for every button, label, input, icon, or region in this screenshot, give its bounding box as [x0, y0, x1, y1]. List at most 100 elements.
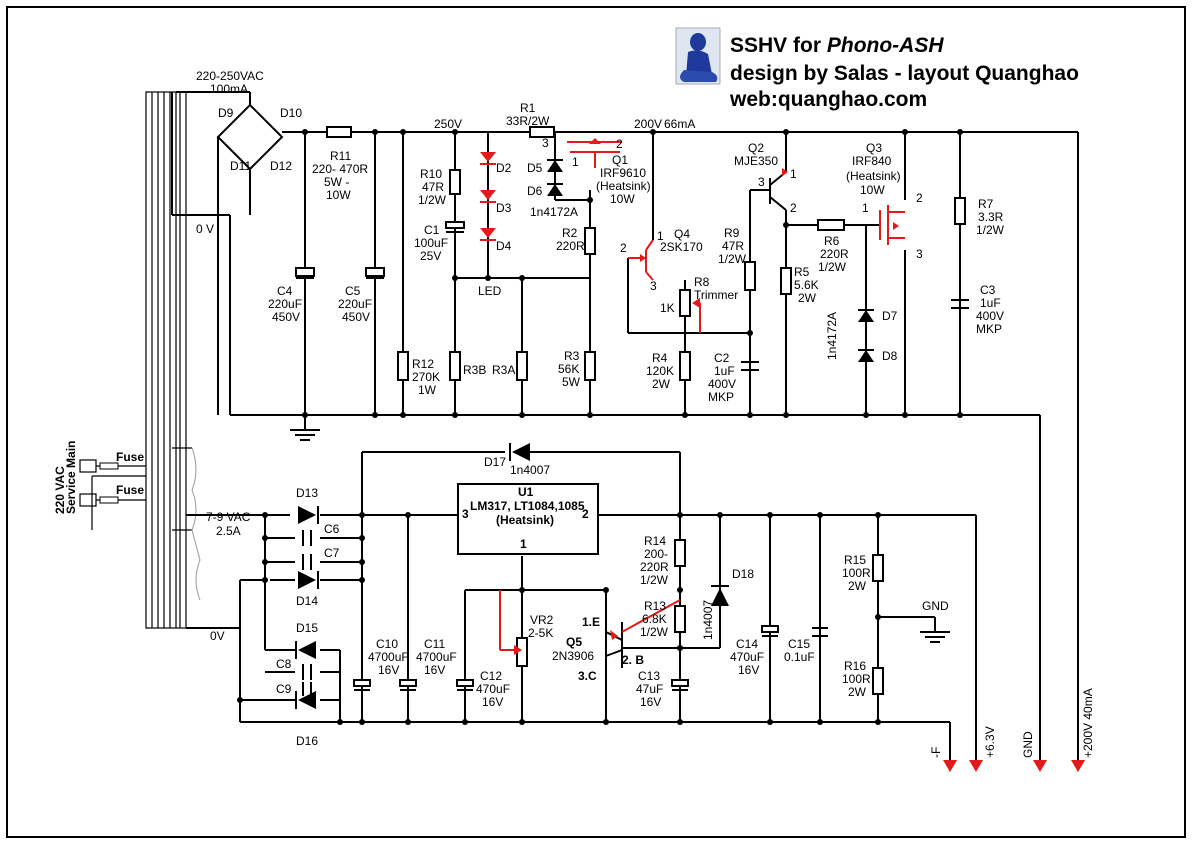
- label-R14-w: 1/2W: [640, 573, 669, 587]
- label-C15-val: 0.1uF: [784, 650, 815, 664]
- label-R5-val: 5.6K: [794, 278, 819, 292]
- label-C13: C13: [638, 669, 660, 683]
- out-gnd: GND: [1021, 731, 1035, 758]
- fuse1-label: Fuse: [116, 450, 144, 464]
- label-R12-w: 1W: [418, 383, 437, 397]
- label-C12: C12: [480, 669, 502, 683]
- label-C1-v: 25V: [420, 249, 441, 263]
- label-R6-val: 220R: [820, 247, 849, 261]
- out-p63: +6.3V: [983, 726, 997, 758]
- label-R8-type: Trimmer: [694, 288, 738, 302]
- label-C9: C9: [276, 682, 292, 696]
- label-R2: R2: [562, 226, 578, 240]
- label-R15-val: 100R: [842, 566, 871, 580]
- label-C11-val: 4700uF: [416, 650, 457, 664]
- mains-service-label: Service Main: [64, 441, 78, 514]
- u1-pin3: 3: [462, 507, 469, 521]
- label-C12-v: 16V: [482, 695, 503, 709]
- label-D17: D17: [484, 455, 506, 469]
- label-R11-w2: 10W: [326, 188, 351, 202]
- label-R6: R6: [824, 234, 840, 248]
- lv-ac-top: 7-9 VAC: [206, 510, 251, 524]
- label-C14: C14: [736, 637, 758, 651]
- label-Q5-c: 3.C: [578, 669, 597, 683]
- label-R16-val: 100R: [842, 672, 871, 686]
- label-C3-val: 1uF: [980, 296, 1001, 310]
- label-D14: D14: [296, 594, 318, 608]
- label-D17-part: 1n4007: [510, 463, 550, 477]
- hv-zero: 0 V: [196, 222, 214, 236]
- label-C13-v: 16V: [640, 695, 661, 709]
- label-R9-w: 1/2W: [718, 252, 747, 266]
- label-R4-w: 2W: [652, 377, 671, 391]
- label-R7: R7: [978, 197, 994, 211]
- title-line3: web:quanghao.com: [729, 88, 927, 111]
- label-D6: D6: [527, 184, 543, 198]
- label-D10: D10: [280, 106, 302, 120]
- label-R3A: R3A: [492, 363, 515, 377]
- label-C5-v: 450V: [342, 310, 370, 324]
- label-R5: R5: [794, 265, 810, 279]
- mains-input: Fuse Fuse 220 VAC Service Main: [53, 441, 146, 530]
- label-C14-v: 16V: [738, 663, 759, 677]
- hv-junctions: [302, 129, 963, 418]
- label-R3B: R3B: [463, 363, 486, 377]
- label-Q3: Q3: [866, 141, 882, 155]
- ma66: 66mA: [664, 117, 695, 131]
- lv-wiring: [186, 451, 977, 760]
- label-C12-val: 470uF: [476, 682, 510, 696]
- label-R3-w: 5W: [562, 375, 581, 389]
- label-D5: D5: [527, 161, 543, 175]
- title-line1: SSHV for Phono-ASH: [730, 34, 944, 57]
- label-R5-w: 2W: [798, 291, 817, 305]
- label-R13-val: 6.8K: [642, 612, 667, 626]
- mains-voltage: 220 VAC: [53, 466, 67, 514]
- label-R9: R9: [724, 226, 740, 240]
- label-D18: D18: [732, 567, 754, 581]
- label-Q3-hs: (Heatsink): [846, 169, 901, 183]
- label-Q3-part: IRF840: [852, 154, 892, 168]
- label-C3-type: MKP: [976, 322, 1002, 336]
- label-C14-val: 470uF: [730, 650, 764, 664]
- label-R16-w: 2W: [848, 685, 867, 699]
- label-C3: C3: [980, 283, 996, 297]
- label-Q5-e: 1.E: [582, 615, 600, 629]
- u1-pin2: 2: [582, 507, 589, 521]
- label-D78: 1n4172A: [825, 312, 839, 360]
- label-Q1: Q1: [612, 153, 628, 167]
- q4-pin3: 3: [650, 279, 657, 293]
- label-Q5: Q5: [566, 635, 582, 649]
- label-R3-val: 56K: [558, 362, 579, 376]
- v200: 200V: [634, 117, 662, 131]
- label-C2-v: 400V: [708, 377, 736, 391]
- label-R14: R14: [644, 534, 666, 548]
- label-D8: D8: [882, 349, 898, 363]
- label-R10-w: 1/2W: [418, 193, 447, 207]
- u1-note: (Heatsink): [496, 513, 554, 527]
- mains-bot: 100mA: [210, 82, 248, 96]
- label-R16: R16: [844, 659, 866, 673]
- label-D11: D11: [230, 159, 251, 173]
- q1-pin3: 3: [542, 136, 549, 150]
- q2-pin1: 1: [790, 167, 797, 181]
- label-C8: C8: [276, 657, 292, 671]
- led-label: LED: [478, 284, 502, 298]
- hv-labels: 220-250VAC 100mA D9 D10 D11 D12 0 V R11 …: [196, 69, 1005, 404]
- label-Q2-part: MJE350: [734, 154, 778, 168]
- u1-part: LM317, LT1084,1085: [470, 499, 585, 513]
- label-R9-val: 47R: [722, 239, 744, 253]
- label-Q4: Q4: [674, 227, 690, 241]
- lv-ac-bot: 2.5A: [216, 524, 241, 538]
- u1-pin1: 1: [520, 537, 527, 551]
- schematic-frame: [6, 6, 1186, 838]
- label-R14-v1: 200-: [644, 547, 668, 561]
- output-arrows: [943, 760, 1085, 772]
- label-R15: R15: [844, 553, 866, 567]
- lv-labels: 7-9 VAC 2.5A 0V D13 C6 C7 D14 D15 C8 C9 …: [206, 455, 1095, 758]
- label-C5: C5: [345, 284, 361, 298]
- label-C2-type: MKP: [708, 390, 734, 404]
- label-R1-val: 33R/2W: [506, 114, 550, 128]
- label-C6: C6: [324, 522, 340, 536]
- label-Q1-w: 10W: [610, 192, 635, 206]
